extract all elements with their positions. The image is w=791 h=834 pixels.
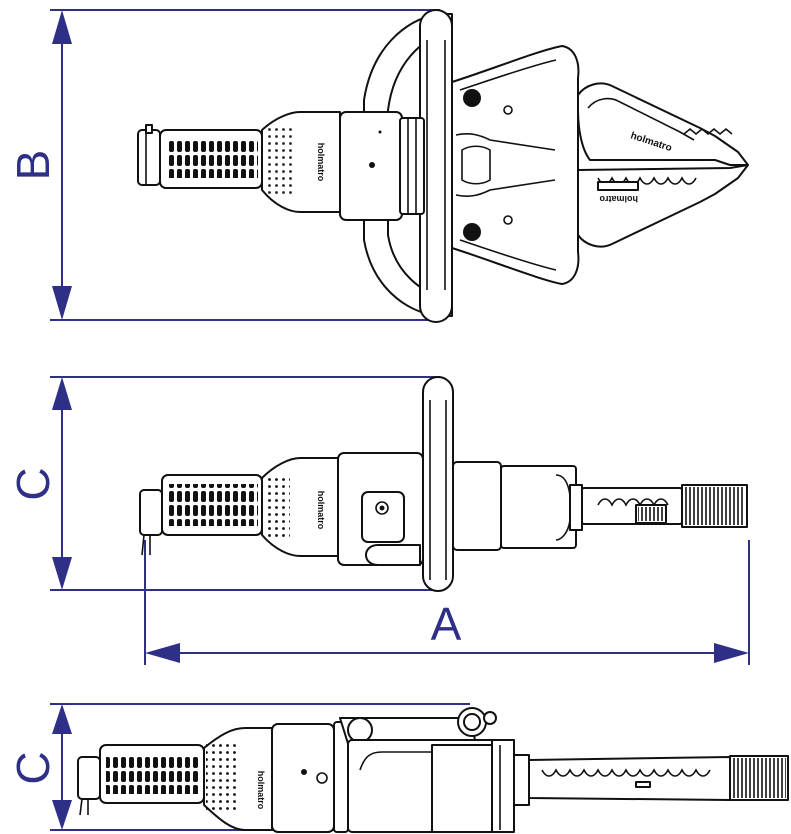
- bottom-jaw-brand-marking: holmatro: [599, 194, 638, 204]
- dimension-a-label: A: [431, 598, 462, 650]
- dimension-c-side-label: C: [7, 467, 59, 500]
- dimension-c-side: C: [7, 376, 440, 591]
- dimension-b: B: [7, 9, 440, 321]
- bottom-view-brand-marking: holmatro: [256, 771, 266, 810]
- top-view-brand-marking: holmatro: [316, 143, 326, 182]
- side-view-brand-marking: holmatro: [316, 491, 326, 530]
- top-view: B holmatro: [7, 9, 749, 323]
- dimension-b-label: B: [7, 150, 59, 181]
- dimension-c-bottom-label: C: [7, 751, 59, 784]
- side-view: C A holmatro: [7, 376, 750, 665]
- dimension-a: A: [144, 540, 750, 665]
- bottom-view: C holmatro: [7, 703, 789, 833]
